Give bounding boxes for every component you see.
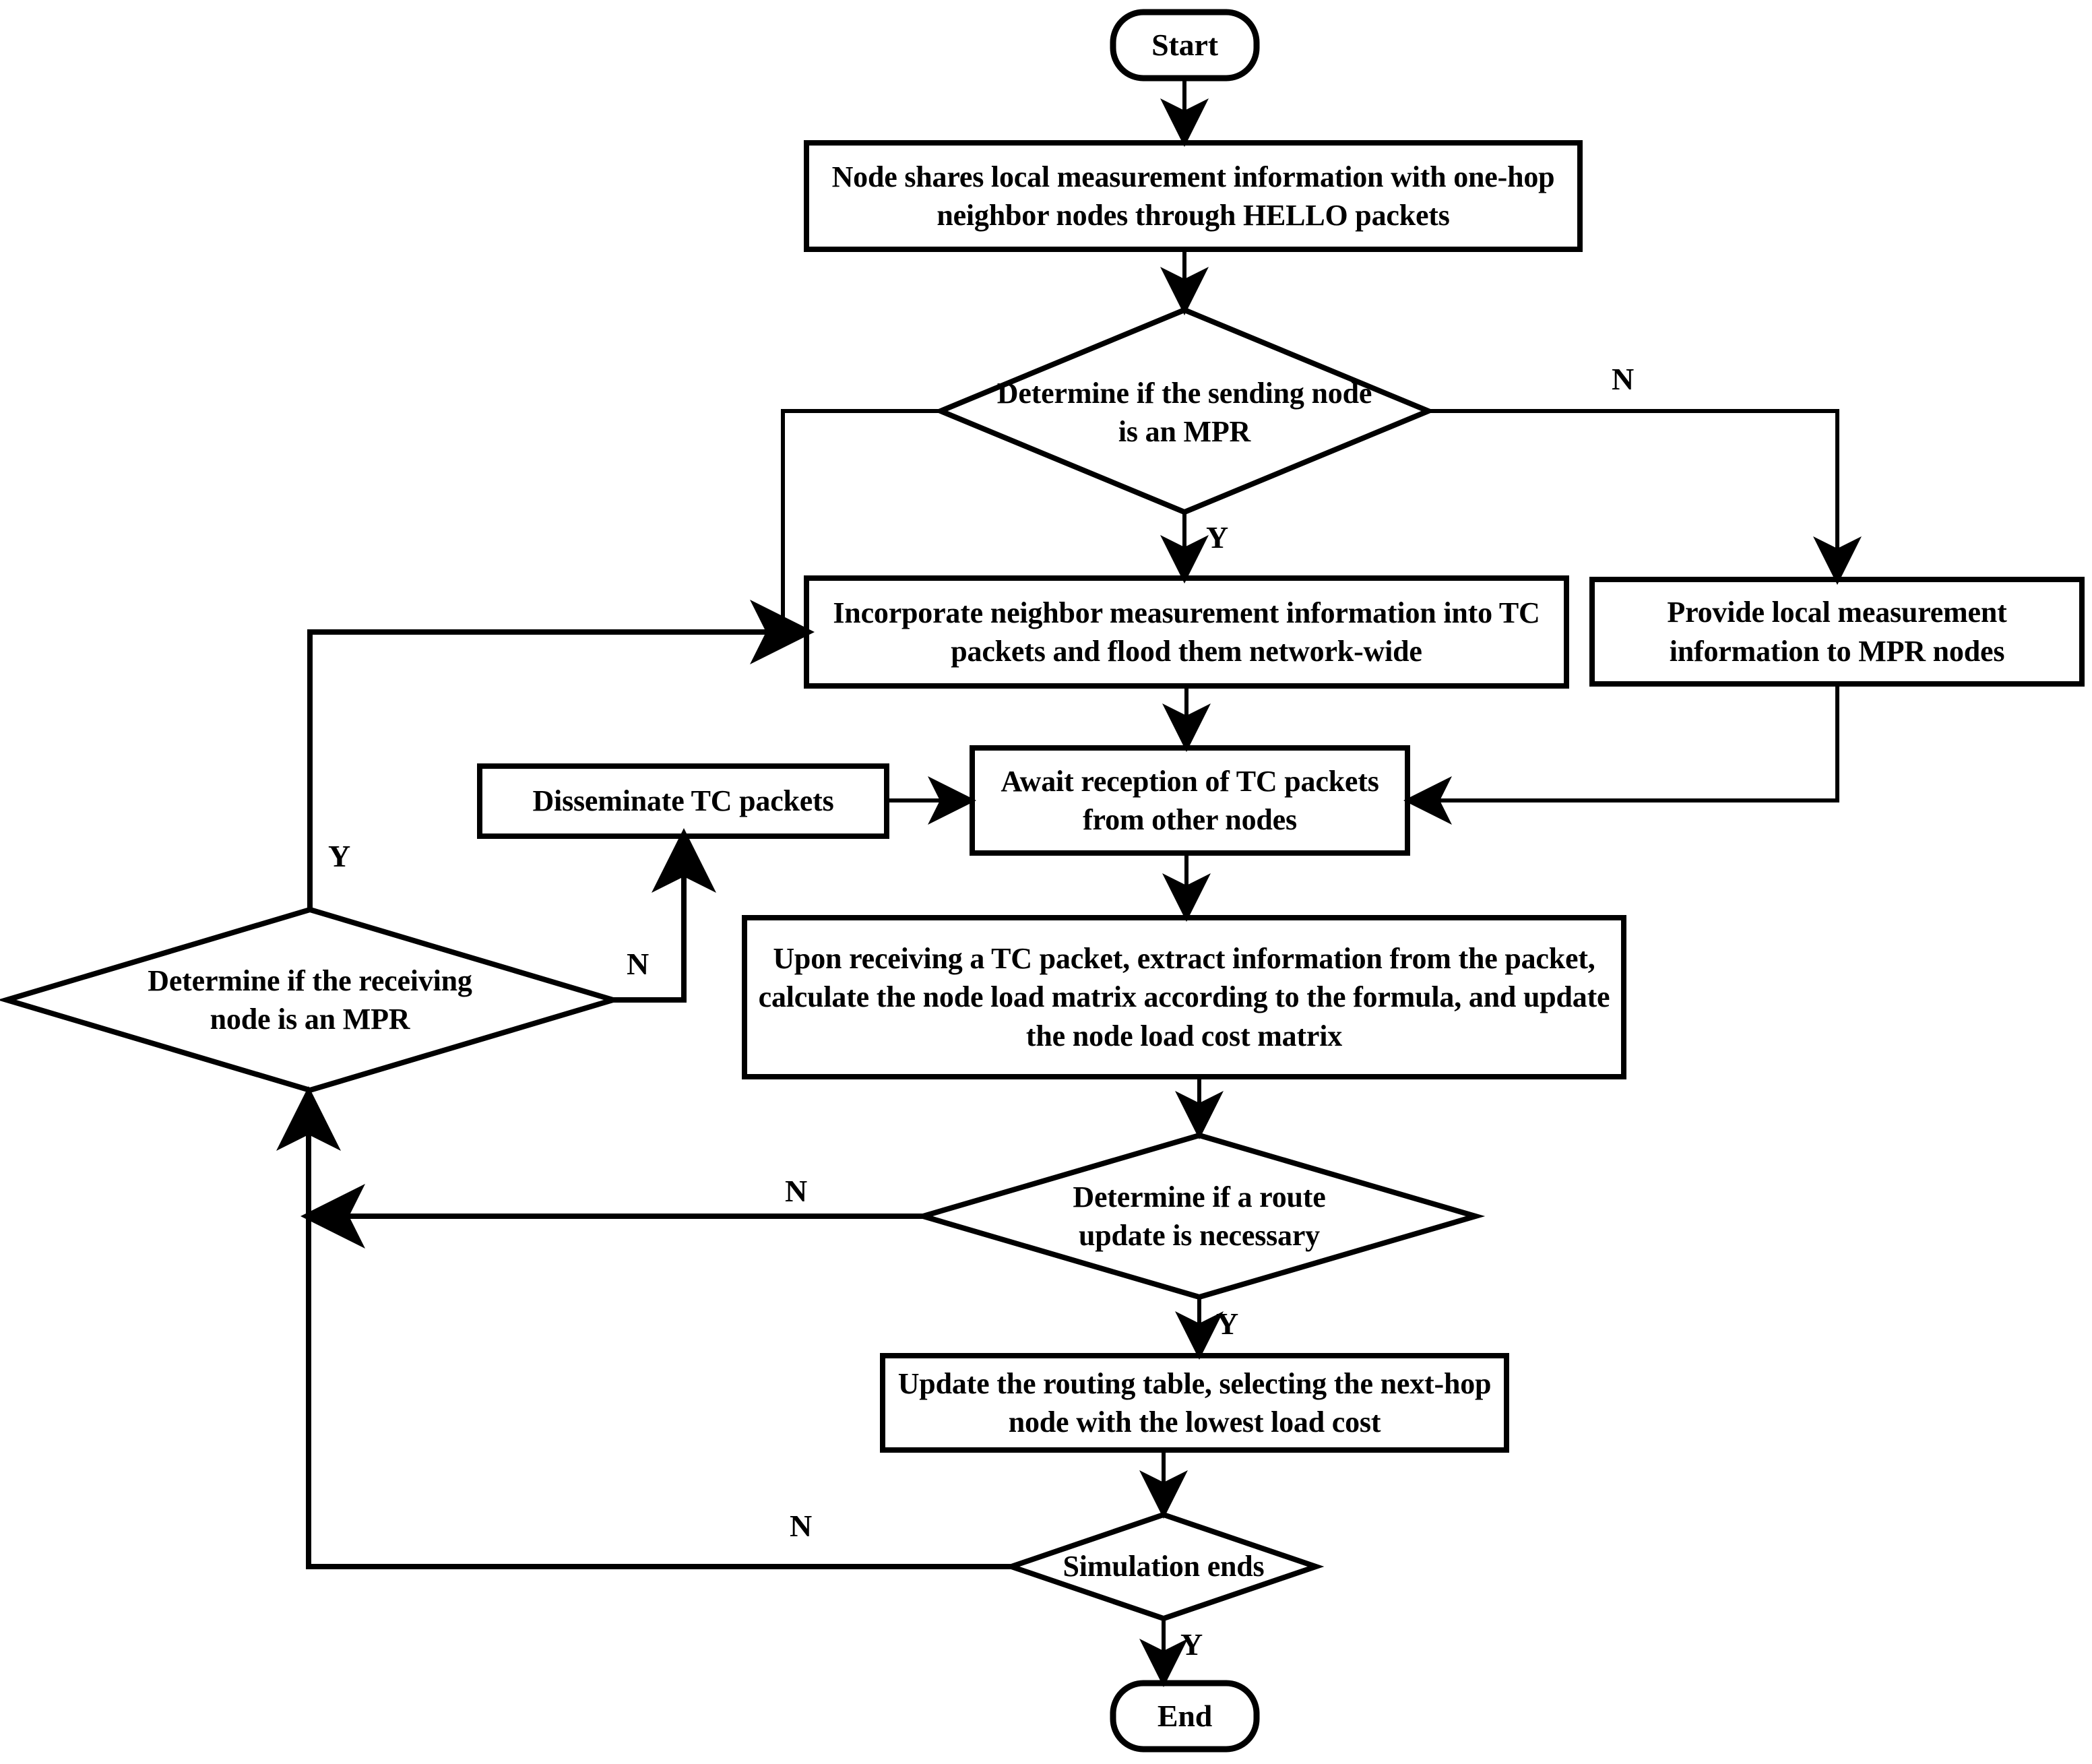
edge-label-sending-mpr-no: N <box>1612 362 1635 396</box>
edge-sending-left-branch <box>781 409 941 632</box>
edge-label-route-update-yes: Y <box>1216 1306 1239 1341</box>
shape-start <box>1110 9 1260 82</box>
shape-disseminate-tc <box>477 763 889 839</box>
edge-label-sim-ends-yes: Y <box>1180 1627 1203 1662</box>
shape-dec-route-update <box>913 1132 1486 1300</box>
edge-provide-to-await <box>1403 684 1839 825</box>
shape-await-tc <box>970 745 1410 856</box>
edge-label-route-update-no: N <box>785 1174 808 1208</box>
shape-dec-sim-ends <box>1003 1511 1325 1622</box>
edge-receiving-no-to-disseminate <box>613 828 716 1003</box>
edge-label-receiving-mpr-no: N <box>627 947 649 981</box>
edge-label-sending-mpr-yes: Y <box>1206 520 1229 555</box>
shape-update-routing <box>880 1353 1509 1453</box>
edge-label-sim-ends-no: N <box>790 1509 813 1543</box>
edge-receiving-yes-to-incorporate <box>307 629 798 910</box>
edge-sending-no-to-provide <box>1428 409 1862 585</box>
shape-dec-receiving-mpr <box>0 906 623 1094</box>
shape-provide-local <box>1589 577 2085 687</box>
shape-end <box>1110 1680 1260 1753</box>
shape-incorporate-tc <box>804 575 1569 689</box>
edge-sim-no-to-loop <box>276 1086 1011 1569</box>
shape-extract-calc <box>742 915 1626 1079</box>
shape-share-hello <box>804 140 1583 252</box>
shape-dec-sending-mpr <box>933 307 1436 515</box>
edge-label-receiving-mpr-yes: Y <box>328 839 351 873</box>
